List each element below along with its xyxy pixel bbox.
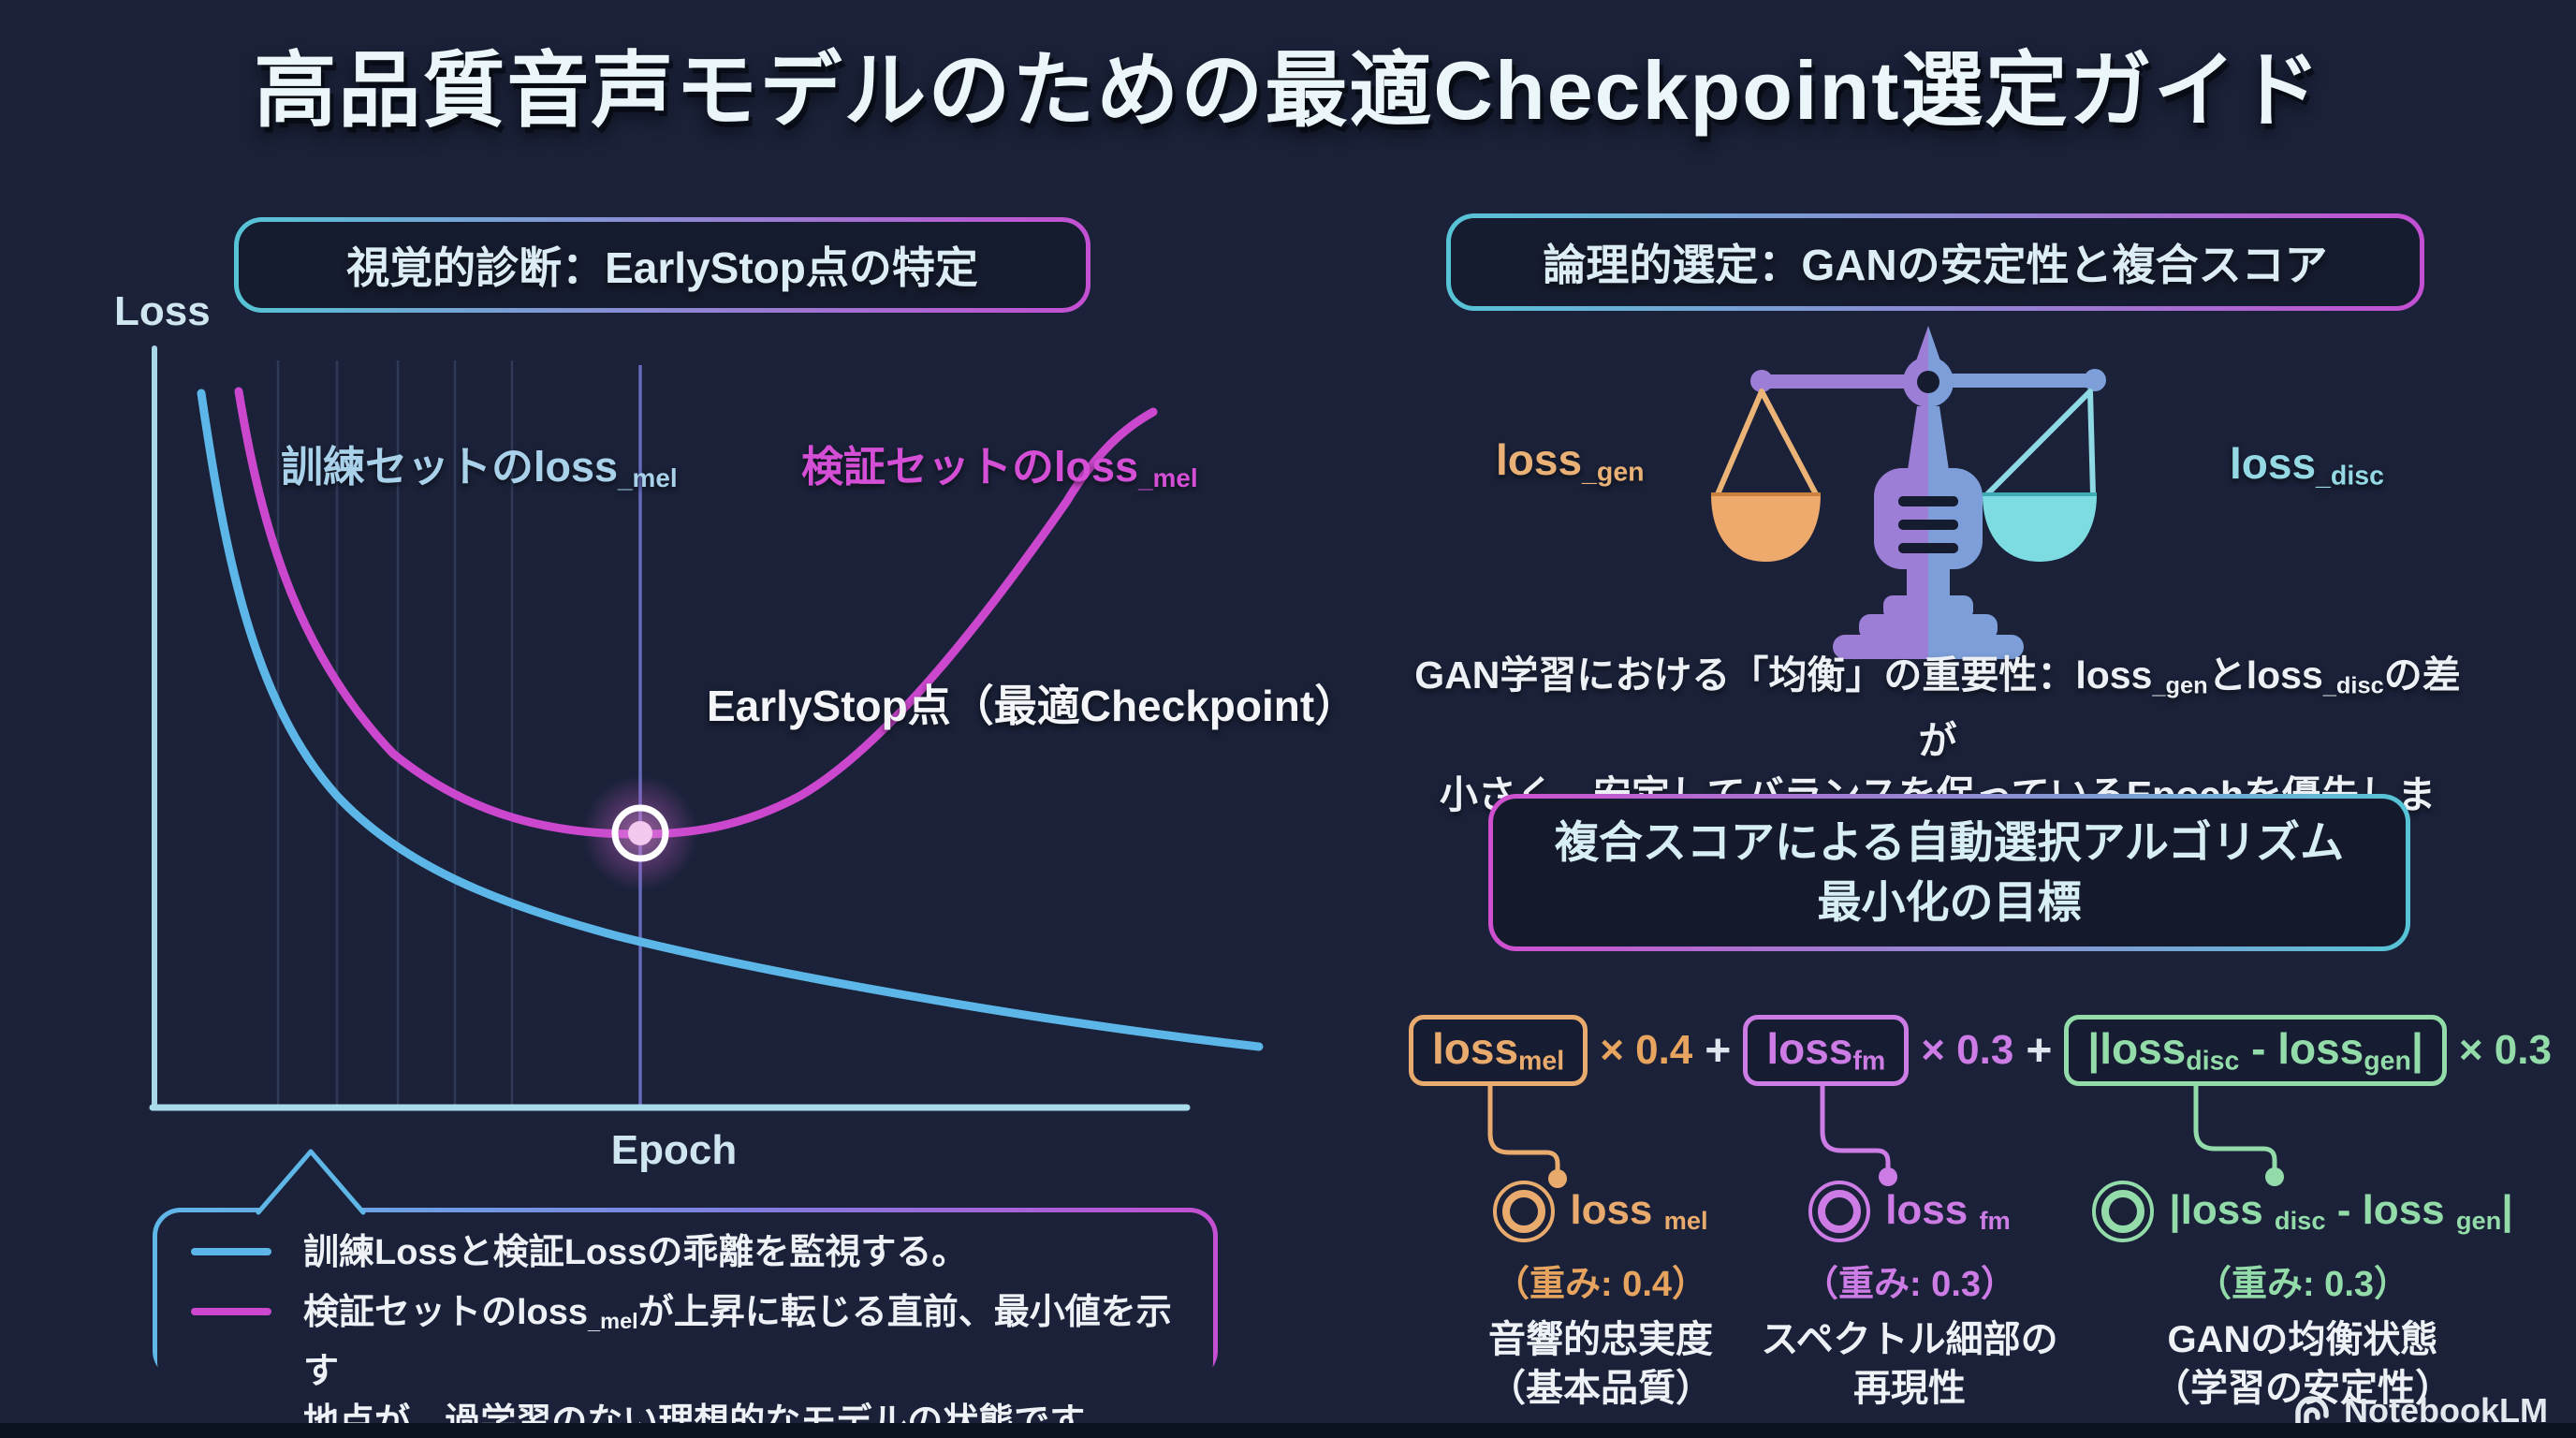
scale-hub-hole bbox=[1917, 371, 1939, 393]
formula-term-gan-balance: |lossdisc - lossgen| bbox=[2064, 1015, 2447, 1086]
page-title: 高品質音声モデルのための最適Checkpoint選定ガイド bbox=[254, 44, 2322, 137]
loss-gen-label: loss_gen bbox=[1496, 435, 1645, 488]
validation-curve-label: 検証セットのloss_mel bbox=[801, 443, 1198, 493]
callout-loss-fm-label: loss fm bbox=[1885, 1187, 2011, 1235]
legend-box: 訓練Lossと検証Lossの乖離を監視する。 検証セットのloss_melが上昇… bbox=[153, 1208, 1218, 1438]
connector-balance bbox=[2193, 1082, 2277, 1170]
gan-balance-ring-icon bbox=[2092, 1181, 2155, 1242]
right-pan-disc bbox=[1983, 389, 2097, 562]
left-pan-gen bbox=[1711, 389, 1821, 562]
composite-score-formula: lossmel × 0.4 + lossfm × 0.3 + |lossdisc… bbox=[1409, 1005, 2552, 1095]
formula-plus-2: + bbox=[2026, 1025, 2053, 1076]
x-axis-label: Epoch bbox=[610, 1127, 738, 1173]
composite-score-box: 複合スコアによる自動選択アルゴリズム 最小化の目標 bbox=[1488, 794, 2410, 951]
connector-mel-dot bbox=[1548, 1169, 1567, 1188]
formula-mult-2: × 0.3 bbox=[1921, 1027, 2014, 1073]
connector-mel bbox=[1487, 1082, 1560, 1172]
callout-loss-mel-desc: 音響的忠実度 （基本品質） bbox=[1488, 1315, 1713, 1413]
callout-loss-fm-desc2: 再現性 bbox=[1852, 1368, 1966, 1409]
callout-loss-mel: loss mel （重み: 0.4） 音響的忠実度 （基本品質） bbox=[1385, 1181, 1816, 1413]
training-legend-swatch bbox=[191, 1248, 271, 1255]
scale-beam bbox=[1750, 369, 2106, 392]
legend-item-validation: 検証セットのloss_melが上昇に転じる直前、最小値を示す 地点が、過学習のな… bbox=[191, 1287, 1179, 1438]
training-curve-label: 訓練セットのloss_mel bbox=[281, 443, 678, 493]
callout-loss-fm-desc: スペクトル細部の 再現性 bbox=[1761, 1315, 2057, 1413]
callout-gan-balance-desc: GANの均衡状態 （学習の安定性） bbox=[2153, 1315, 2452, 1413]
earlystop-marker bbox=[582, 775, 698, 891]
callout-loss-mel-desc1: 音響的忠実度 bbox=[1488, 1319, 1713, 1360]
callout-gan-balance-desc1: GANの均衡状態 bbox=[2167, 1319, 2438, 1360]
right-section-header: 論理的選定：GANの安定性と複合スコア bbox=[1543, 241, 2328, 289]
connector-fm-dot bbox=[1879, 1167, 1897, 1186]
formula-mult-1: × 0.4 bbox=[1600, 1027, 1693, 1073]
gridlines bbox=[276, 360, 514, 1105]
right-section-header-box: 論理的選定：GANの安定性と複合スコア bbox=[1446, 213, 2424, 311]
callout-gan-balance-label: |loss disc - loss gen| bbox=[2169, 1187, 2513, 1235]
callout-gan-balance-weight: （重み: 0.3） bbox=[2195, 1265, 2410, 1304]
formula-connectors bbox=[1487, 1082, 2284, 1188]
bottom-edge-strip bbox=[0, 1423, 2576, 1438]
callout-gan-balance: |loss disc - loss gen| （重み: 0.3） GANの均衡状… bbox=[2050, 1181, 2555, 1413]
callout-loss-fm-desc1: スペクトル細部の bbox=[1761, 1319, 2058, 1360]
connector-balance-dot bbox=[2265, 1167, 2284, 1186]
notebooklm-logo-icon bbox=[2295, 1396, 2329, 1427]
marker-dot bbox=[628, 821, 652, 845]
y-axis-label: Loss bbox=[114, 288, 211, 334]
composite-score-line1: 複合スコアによる自動選択アルゴリズム bbox=[1554, 817, 2345, 867]
scale-stand bbox=[1833, 406, 2024, 659]
formula-mult-3: × 0.3 bbox=[2458, 1027, 2552, 1073]
training-loss-curve bbox=[197, 389, 1264, 1051]
earlystop-point-label: EarlyStop点（最適Checkpoint） bbox=[707, 682, 1358, 730]
formula-term-loss-fm: lossfm bbox=[1743, 1015, 1910, 1086]
balance-scale-illustration bbox=[1711, 326, 2106, 659]
callout-loss-fm: loss fm （重み: 0.3） スペクトル細部の 再現性 bbox=[1704, 1181, 2115, 1413]
composite-score-line2: 最小化の目標 bbox=[1817, 877, 2082, 927]
legend-pointer bbox=[256, 1149, 366, 1215]
legend-item-training: 訓練Lossと検証Lossの乖離を監視する。 bbox=[191, 1227, 967, 1278]
validation-legend-swatch bbox=[191, 1308, 271, 1315]
loss-epoch-chart bbox=[149, 345, 1264, 1111]
legend-item-validation-text: 検証セットのloss_melが上昇に転じる直前、最小値を示す 地点が、過学習のな… bbox=[303, 1287, 1179, 1438]
loss-disc-label: loss_disc bbox=[2230, 439, 2384, 492]
loss-mel-ring-icon bbox=[1493, 1181, 1556, 1242]
callout-loss-fm-weight: （重み: 0.3） bbox=[1802, 1265, 2017, 1304]
formula-plus-1: + bbox=[1705, 1025, 1732, 1076]
balance-description-line1: GAN学習における「均衡」の重要性：loss_genとloss_discの差が bbox=[1414, 653, 2461, 762]
callout-loss-mel-weight: （重み: 0.4） bbox=[1493, 1265, 1708, 1304]
left-section-header-box: 視覚的診断：EarlyStop点の特定 bbox=[234, 217, 1090, 313]
callout-loss-mel-label: loss mel bbox=[1570, 1187, 1708, 1235]
formula-term-loss-mel: lossmel bbox=[1409, 1015, 1588, 1086]
callout-loss-mel-desc2: （基本品質） bbox=[1488, 1368, 1713, 1409]
validation-legend-line1: 検証セットのloss_melが上昇に転じる直前、最小値を示す bbox=[303, 1293, 1172, 1392]
loss-fm-ring-icon bbox=[1808, 1181, 1871, 1242]
connector-fm bbox=[1820, 1082, 1891, 1170]
left-section-header: 視覚的診断：EarlyStop点の特定 bbox=[346, 243, 978, 292]
legend-item-training-text: 訓練Lossと検証Lossの乖離を監視する。 bbox=[303, 1233, 968, 1272]
